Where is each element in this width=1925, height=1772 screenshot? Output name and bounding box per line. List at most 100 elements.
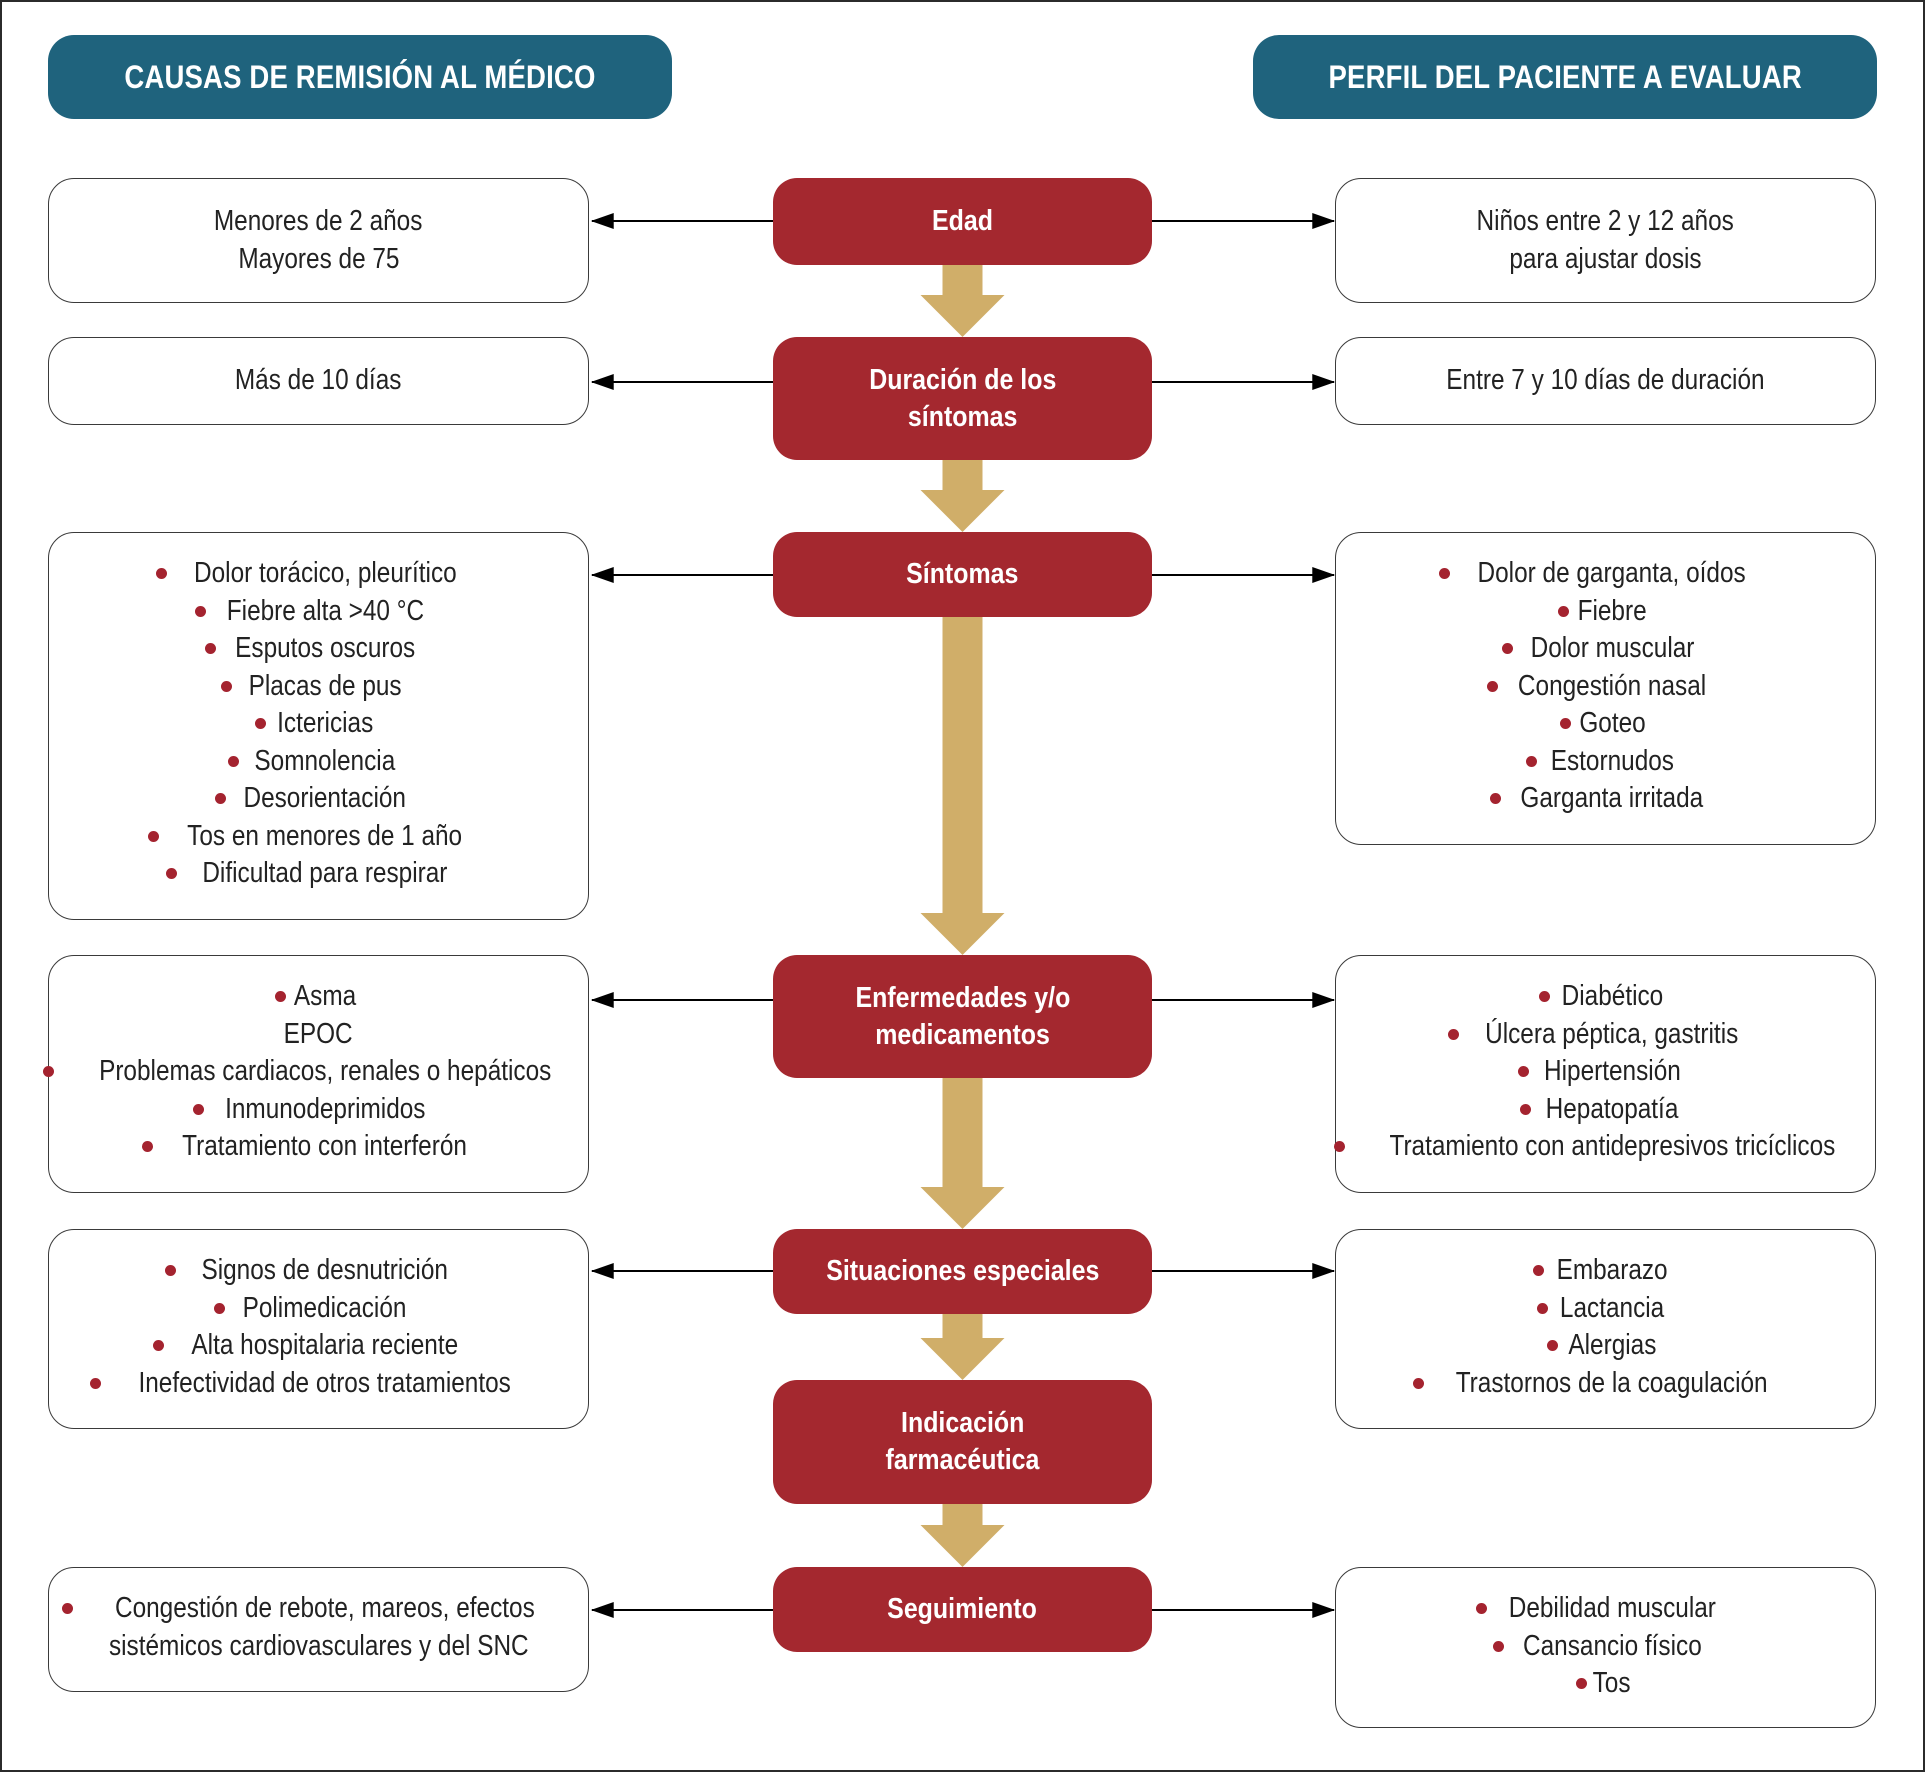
- list-item: Esputos oscuros: [204, 630, 432, 668]
- list-item-text: Fiebre alta >40 °C: [226, 594, 424, 627]
- step-box: Edad: [773, 178, 1152, 265]
- list-item-text: Tos en menores de 1 año: [187, 819, 463, 852]
- list-item-text: Hipertensión: [1543, 1055, 1681, 1087]
- list-item-text: Dolor muscular: [1530, 632, 1694, 664]
- list-item: Dificultad para respirar: [166, 855, 471, 893]
- list-item-text: Niños entre 2 y 12 años: [1476, 205, 1735, 237]
- list-item-text: para ajustar dosis: [1509, 242, 1702, 275]
- bullet-icon: [220, 680, 232, 692]
- bullet-icon: [153, 1340, 165, 1352]
- list-item: EPOC: [277, 1016, 359, 1054]
- bullet-icon: [1517, 1066, 1529, 1078]
- list-item-text: Tratamiento con antidepresivos tricíclic…: [1389, 1130, 1835, 1162]
- bullet-icon: [1532, 1265, 1544, 1277]
- list-item: Úlcera péptica, gastritis: [1448, 1016, 1762, 1054]
- list-item: Trastornos de la coagulación: [1413, 1365, 1797, 1403]
- list-item: Inmunodeprimidos: [192, 1091, 445, 1129]
- bullet-icon: [1413, 1377, 1425, 1389]
- bullet-icon: [1486, 680, 1498, 692]
- bullet-icon: [1559, 718, 1571, 730]
- header-remission-causes: CAUSAS DE REMISIÓN AL MÉDICO: [48, 35, 672, 119]
- list-item-text: Diabético: [1561, 980, 1663, 1012]
- bullet-icon: [90, 1377, 102, 1389]
- step-label: Enfermedades y/o: [855, 981, 1070, 1014]
- bullet-icon: [1492, 1640, 1504, 1652]
- flow-arrow: [920, 1314, 1005, 1380]
- list-item: Fiebre: [1557, 593, 1653, 631]
- list-item-text: Inefectividad de otros tratamientos: [138, 1366, 512, 1399]
- list-item-text: Más de 10 días: [235, 364, 402, 397]
- list-item-text: Alta hospitalaria reciente: [191, 1329, 459, 1361]
- list-item-text: Hepatopatía: [1545, 1092, 1679, 1125]
- list-item: Tratamiento con interferón: [142, 1128, 494, 1166]
- list-item-text: Tratamiento con interferón: [182, 1130, 468, 1162]
- list-item-text: Problemas cardiacos, renales o hepáticos: [98, 1055, 552, 1087]
- bullet-icon: [1333, 1141, 1345, 1153]
- bullet-icon: [1439, 568, 1451, 580]
- bullet-icon: [1546, 1340, 1558, 1352]
- step-label: farmacéutica: [885, 1444, 1040, 1476]
- list-item-text: Cansancio físico: [1522, 1629, 1702, 1662]
- list-item-text: Signos de desnutrición: [201, 1254, 449, 1286]
- step-label: Seguimiento: [887, 1593, 1038, 1625]
- side-arrows: [590, 213, 1336, 1618]
- step-box: Síntomas: [773, 532, 1152, 617]
- list-item-text: Embarazo: [1556, 1254, 1668, 1286]
- list-item-text: Congestión nasal: [1517, 669, 1707, 702]
- patient-profile-box: Entre 7 y 10 días de duración: [1335, 337, 1876, 425]
- list-item: Polimedicación: [214, 1290, 422, 1328]
- list-item-text: Dolor torácico, pleurítico: [193, 557, 457, 589]
- list-item-text: Úlcera péptica, gastritis: [1485, 1017, 1739, 1050]
- flow-arrow: [920, 265, 1005, 337]
- list-item: Niños entre 2 y 12 años: [1452, 203, 1758, 241]
- list-item: Entre 7 y 10 días de duración: [1416, 362, 1795, 400]
- bullet-icon: [1557, 605, 1569, 617]
- list-item: Asma: [274, 978, 362, 1016]
- list-item-text: Dolor de garganta, oídos: [1477, 557, 1747, 589]
- list-item-text: Somnolencia: [254, 744, 396, 777]
- list-item-text: Desorientación: [243, 782, 407, 814]
- list-item-text: Garganta irritada: [1520, 782, 1704, 814]
- bullet-icon: [1576, 1678, 1588, 1690]
- remission-cause-box: Más de 10 días: [48, 337, 589, 425]
- list-item-text: Inmunodeprimidos: [224, 1092, 426, 1125]
- list-item: Dolor de garganta, oídos: [1439, 555, 1771, 593]
- list-item-text: Lactancia: [1559, 1291, 1665, 1324]
- step-box: Seguimiento: [773, 1567, 1152, 1652]
- list-item-text: Entre 7 y 10 días de duración: [1446, 364, 1765, 397]
- patient-profile-box: Niños entre 2 y 12 años para ajustar dosi…: [1335, 178, 1876, 303]
- list-item-text: Trastornos de la coagulación: [1456, 1366, 1768, 1399]
- list-item: Menores de 2 años: [194, 203, 442, 241]
- list-item-text: Menores de 2 años: [214, 205, 423, 237]
- list-item: Desorientación: [215, 780, 421, 818]
- list-item: Diabético: [1538, 978, 1673, 1016]
- step-box: Situaciones especiales: [773, 1229, 1152, 1314]
- header-patient-profile: PERFIL DEL PACIENTE A EVALUAR: [1253, 35, 1877, 119]
- list-item: Congestión de rebote, mareos, efectos: [62, 1590, 575, 1628]
- bullet-icon: [165, 1265, 177, 1277]
- flow-arrows: [920, 265, 1005, 1567]
- list-item-text: Alergias: [1567, 1329, 1657, 1361]
- list-item-text: Polimedicación: [243, 1291, 407, 1324]
- bullet-icon: [1538, 991, 1550, 1003]
- list-item-text: Asma: [293, 980, 357, 1012]
- list-item-text: Dificultad para respirar: [202, 857, 448, 889]
- list-item: Inefectividad de otros tratamientos: [90, 1365, 546, 1403]
- list-item: Somnolencia: [228, 743, 409, 781]
- list-item-text: Debilidad muscular: [1508, 1592, 1716, 1624]
- flow-arrow: [920, 1504, 1005, 1567]
- bullet-icon: [1448, 1028, 1460, 1040]
- list-item: Lactancia: [1536, 1290, 1674, 1328]
- list-item: Garganta irritada: [1490, 780, 1721, 818]
- list-item-text: Mayores de 75: [237, 242, 400, 275]
- bullet-icon: [1490, 793, 1502, 805]
- list-item: Hepatopatía: [1519, 1091, 1691, 1129]
